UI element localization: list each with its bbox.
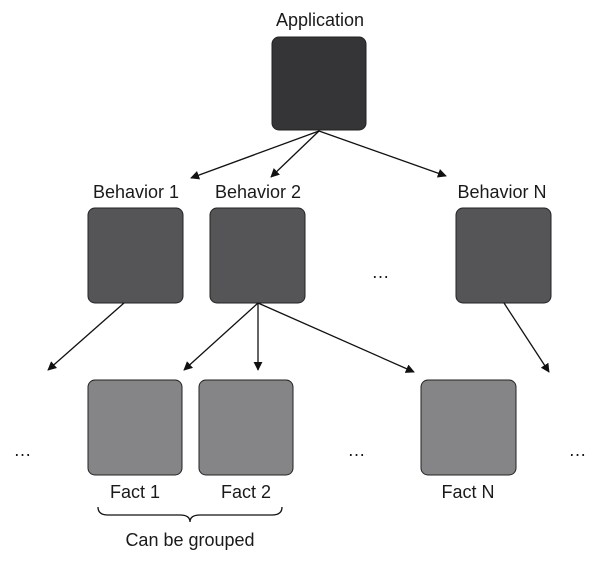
behavior-row-ellipsis: …: [372, 262, 391, 282]
edge-application-to-behavior-1: [190, 130, 320, 180]
edge-behavior-2-to-fact-n: [257, 302, 415, 373]
grouping-label: Can be grouped: [125, 530, 254, 550]
edge-behavior-1-to-left: [47, 302, 125, 371]
behavior-n-label: Behavior N: [457, 182, 546, 202]
behavior-2-box: [209, 207, 306, 304]
fact-1-box: [87, 379, 183, 476]
fact-row-middle-ellipsis: …: [348, 440, 367, 460]
fact-row-left-ellipsis: …: [14, 440, 33, 460]
fact-row-right-ellipsis: …: [569, 440, 588, 460]
behavior-2-label: Behavior 2: [215, 182, 301, 202]
edge-behavior-n-to-right: [503, 302, 550, 373]
application-label: Application: [276, 10, 364, 30]
fact-n-label: Fact N: [441, 482, 494, 502]
behavior-1-label: Behavior 1: [93, 182, 179, 202]
edge-behavior-2-to-fact-1: [183, 302, 259, 371]
fact-2-box: [198, 379, 294, 476]
edge-application-to-behavior-n: [318, 130, 447, 178]
application-box: [271, 36, 367, 131]
fact-n-box: [420, 379, 517, 476]
behavior-1-box: [87, 207, 184, 304]
fact-2-label: Fact 2: [221, 482, 271, 502]
edge-application-to-behavior-2: [270, 130, 320, 178]
behavior-n-box: [455, 207, 552, 304]
fact-1-label: Fact 1: [110, 482, 160, 502]
grouping-brace: [97, 506, 283, 523]
